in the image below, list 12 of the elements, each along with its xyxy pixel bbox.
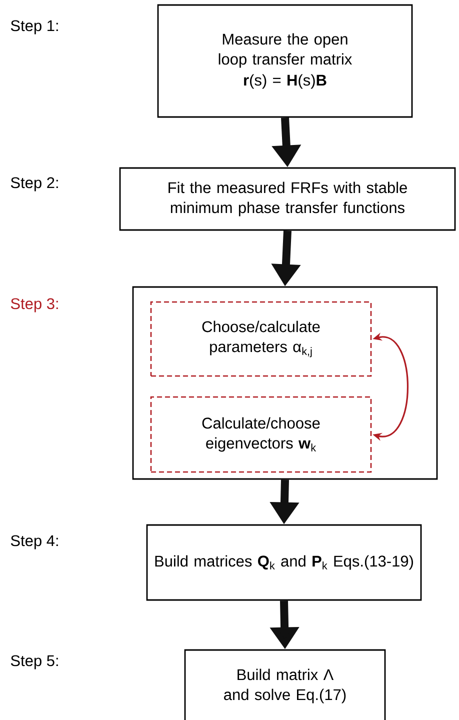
step-box: Measure the open loop transfer matrix r(s) = H(s)B [157, 4, 413, 118]
dashed-step-box: Choose/calculate parameters α$_{k,j}$ [150, 301, 372, 377]
step-label: Step 3: [10, 298, 58, 312]
step-group-box [132, 286, 438, 480]
step-box: Build matrices Q$_{k}$ and P$_{k}$ Eqs.(13-19) [146, 524, 422, 601]
dashed-step-box: Calculate/choose eigenvectors w$_{k}$ [150, 396, 372, 473]
step-label: Step 4: [10, 535, 58, 550]
step-box: Build matrix Λ and solve Eq.(17) [184, 649, 386, 720]
step-label: Step 5: [10, 655, 58, 670]
step-box: Fit the measured FRFs with stable minimum phase transfer functions [119, 167, 456, 231]
step-label: Step 1: [10, 20, 58, 34]
step-label: Step 2: [10, 177, 58, 192]
